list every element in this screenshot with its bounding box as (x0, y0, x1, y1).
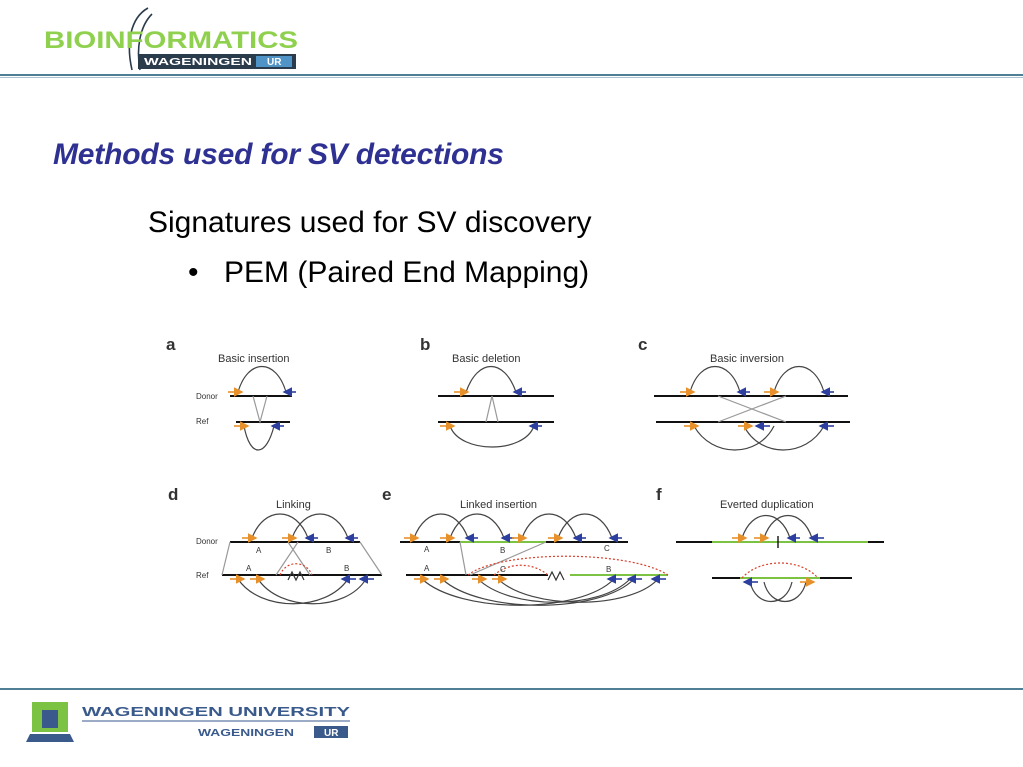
footer-divider (0, 688, 1023, 690)
footer-wageningen-text: WAGENINGEN (198, 728, 294, 739)
panel-c: c Basic inversion (638, 335, 850, 451)
ref-arc-d2 (257, 578, 367, 605)
link-lines-d (221, 541, 383, 576)
ref-arc-b (449, 425, 535, 448)
panel-letter-f: f (656, 485, 662, 504)
panel-title-f: Everted duplication (720, 499, 814, 511)
donor-arc-c2 (773, 366, 825, 393)
slide-subtitle: Signatures used for SV discovery (148, 206, 592, 239)
donor-arc-e2 (449, 513, 505, 539)
panel-letter-c: c (638, 335, 647, 354)
panel-letter-d: d (168, 485, 178, 504)
segment-B-donor-e: B (500, 546, 505, 555)
donor-label-d: Donor (196, 537, 218, 546)
ref-label-a: Ref (196, 417, 209, 426)
ref-arc-a (243, 425, 275, 451)
footer-ur-box (314, 726, 348, 738)
panel-letter-a: a (166, 335, 176, 354)
ref-arc-c1 (693, 425, 775, 451)
segment-C-ref-e: C (500, 565, 506, 574)
header-divider (0, 74, 1023, 76)
logo-bioinformatics-text: BIOINFORMATICS (44, 27, 298, 54)
bioinformatics-logo: BIOINFORMATICS WAGENINGEN UR (44, 7, 298, 71)
panel-title-c: Basic inversion (710, 353, 784, 365)
panel-letter-e: e (382, 485, 391, 504)
panel-f: f Everted duplication (656, 485, 884, 603)
ref-arc-e3 (477, 578, 631, 603)
ref-arc-e1 (421, 578, 615, 606)
panel-title-e: Linked insertion (460, 499, 537, 511)
donor-arc-e1 (413, 513, 469, 539)
ref-arc-d1 (237, 578, 349, 605)
ref-arc-e2 (441, 578, 635, 606)
logo-ur-box (256, 56, 292, 67)
panel-e: e Linked insertion A B C A C B (382, 485, 669, 606)
ref-arc-f1 (749, 581, 793, 603)
logo-ur-text: UR (267, 57, 282, 68)
ref-arc-e4 (497, 578, 659, 603)
ref-arc-f2 (763, 581, 807, 603)
segment-B-ref-d: B (344, 564, 349, 573)
donor-arc-f1 (741, 514, 791, 539)
logo-mark-base (26, 734, 74, 742)
zigzag-e (547, 570, 565, 582)
pem-signatures-figure: a Basic insertion Donor Ref b Basic dele… (166, 335, 884, 606)
panel-title-b: Basic deletion (452, 353, 521, 365)
panel-a: a Basic insertion Donor Ref (166, 335, 296, 451)
donor-arc-f2 (763, 514, 813, 539)
panel-title-d: Linking (276, 499, 311, 511)
donor-arc-a (237, 365, 287, 393)
segment-C-donor-e: C (604, 544, 610, 553)
bullet-item: • PEM (Paired End Mapping) (188, 256, 589, 290)
wageningen-university-logo: WAGENINGEN UNIVERSITY WAGENINGEN UR (26, 702, 350, 742)
panel-d: d Linking Donor Ref A B A B (168, 485, 383, 605)
panel-title-a: Basic insertion (218, 353, 290, 365)
segment-A-donor-d: A (256, 546, 262, 555)
donor-arc-b (465, 365, 517, 393)
donor-arc-d2 (291, 513, 349, 539)
segment-B-donor-d: B (326, 546, 331, 555)
link-lines-e (459, 541, 547, 576)
zigzag-d (287, 570, 305, 582)
donor-arc-c1 (689, 366, 741, 393)
deletion-v-b (485, 395, 499, 423)
panel-letter-b: b (420, 335, 430, 354)
linker-e1 (467, 555, 669, 576)
linker-e2 (493, 564, 549, 576)
bullet-text: PEM (Paired End Mapping) (224, 256, 590, 289)
panel-b: b Basic deletion (420, 335, 554, 448)
linker-d (279, 563, 313, 576)
logo-mark-blue (42, 710, 58, 728)
donor-arc-e4 (557, 513, 613, 539)
ref-arc-c2 (743, 425, 825, 451)
donor-arc-d1 (251, 513, 309, 539)
logo-wageningen-text: WAGENINGEN (144, 57, 252, 68)
linker-f (741, 562, 819, 579)
bullet-dot: • (188, 256, 199, 289)
inversion-cross-c (717, 395, 787, 423)
donor-arc-e3 (521, 513, 577, 539)
footer-university-text: WAGENINGEN UNIVERSITY (82, 704, 350, 719)
ref-label-d: Ref (196, 571, 209, 580)
insertion-v-a (252, 395, 268, 425)
segment-B-ref-e: B (606, 565, 611, 574)
segment-A-ref-d: A (246, 564, 252, 573)
segment-A-ref-e: A (424, 564, 430, 573)
header-divider-thin (0, 77, 1023, 78)
footer-ur-text: UR (324, 728, 339, 739)
slide-title: Methods used for SV detections (53, 138, 504, 171)
donor-label-a: Donor (196, 392, 218, 401)
segment-A-donor-e: A (424, 545, 430, 554)
